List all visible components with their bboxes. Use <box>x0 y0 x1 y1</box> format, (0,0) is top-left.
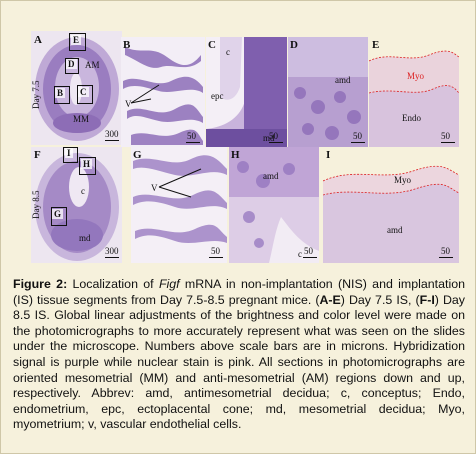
panel-c-epc: epc <box>211 91 224 101</box>
panel-g <box>131 147 227 263</box>
caption-figure-label: Figure 2: <box>13 277 68 291</box>
panel-h-scale-bar <box>303 257 317 258</box>
panel-a-day: Day 7.5 <box>31 80 41 110</box>
figure-caption: Figure 2: Localization of Figf mRNA in n… <box>13 277 465 433</box>
panel-e <box>369 37 459 147</box>
panel-c-scale-text: 50 <box>269 131 278 141</box>
panel-f <box>31 147 122 263</box>
panel-f-box-g-label: G <box>52 209 64 219</box>
panel-i-myo: Myo <box>394 175 412 185</box>
panel-a-scale-text: 300 <box>105 129 119 139</box>
panel-f-box-g <box>51 207 67 226</box>
panel-g-arrows <box>158 168 202 198</box>
panel-b-label: B <box>123 39 131 51</box>
panel-a-scale-bar <box>105 140 119 141</box>
panel-b-scale-text: 50 <box>187 131 196 141</box>
panel-a-box-d-label: D <box>66 59 77 69</box>
panel-f-md: md <box>79 233 91 243</box>
panel-h-image <box>229 147 319 263</box>
caption-text-4: ) Day 8.5 IS. Global linear adjustments … <box>13 292 466 432</box>
panel-c-md: md <box>263 133 275 143</box>
panel-b-v: V <box>125 99 132 109</box>
panel-d-amd: amd <box>335 75 351 85</box>
panel-i-amd: amd <box>387 225 403 235</box>
panel-g-label: G <box>133 149 142 161</box>
panel-h <box>229 147 319 263</box>
caption-text-3: ) Day 7.5 IS, ( <box>340 292 420 307</box>
panel-i-scale-text: 50 <box>441 246 450 256</box>
panel-e-myo: Myo <box>407 71 425 81</box>
panel-c-label: C <box>208 39 216 51</box>
panel-g-image <box>131 147 227 263</box>
panel-c-c: c <box>226 47 230 57</box>
panel-f-scale-text: 300 <box>105 246 119 256</box>
panel-g-scale-bar <box>209 257 223 258</box>
panel-f-label: F <box>34 149 41 161</box>
panel-g-scale-text: 50 <box>211 246 220 256</box>
panel-g-v: V <box>151 183 158 193</box>
panel-c <box>206 37 287 147</box>
caption-range-fi: F-I <box>419 292 435 307</box>
panel-e-endo: Endo <box>402 113 421 123</box>
panel-e-scale-bar <box>441 142 455 143</box>
panel-i-label: I <box>326 149 331 161</box>
panel-a-mm: MM <box>73 114 90 124</box>
panel-f-box-h-label: H <box>81 159 93 169</box>
panel-d <box>288 37 368 147</box>
panel-a-box-b <box>54 86 70 104</box>
panel-d-scale-text: 50 <box>353 131 362 141</box>
panel-b <box>121 37 205 147</box>
panel-i-scale-bar <box>439 257 453 258</box>
panel-b-image <box>121 37 205 147</box>
panel-i-image <box>323 147 459 263</box>
panel-f-image <box>31 147 122 263</box>
panel-f-box-h <box>79 157 96 175</box>
panel-e-image <box>369 37 459 147</box>
caption-text-1: Localization of <box>67 277 159 291</box>
caption-gene: Figf <box>158 277 180 291</box>
panel-a-box-d <box>65 58 79 74</box>
panel-e-label: E <box>372 39 380 51</box>
panel-d-label: D <box>290 39 298 51</box>
panel-a-label: A <box>34 34 42 46</box>
panel-c-scale-bar <box>269 142 283 143</box>
caption-range-ae: A-E <box>319 292 341 307</box>
panel-a-box-e <box>69 33 86 51</box>
panel-b-scale-bar <box>186 142 200 143</box>
panel-f-day: Day 8.5 <box>31 190 41 220</box>
panel-a-box-e-label: E <box>71 35 82 45</box>
panel-h-label: H <box>231 149 240 161</box>
panel-b-arrows <box>130 84 160 104</box>
panel-h-scale-text: 50 <box>304 246 313 256</box>
panel-f-box-i <box>63 147 78 163</box>
panel-a-box-c-label: C <box>78 87 89 97</box>
panel-f-c: c <box>81 186 85 196</box>
panel-i <box>323 147 459 263</box>
panel-c-image <box>206 37 287 147</box>
panel-d-image <box>288 37 368 147</box>
panel-f-scale-bar <box>105 257 119 258</box>
panel-h-amd: amd <box>263 171 279 181</box>
panel-e-scale-text: 50 <box>441 131 450 141</box>
panel-a-box-b-label: B <box>55 88 66 98</box>
panel-a-am: AM <box>85 60 100 70</box>
panel-d-scale-bar <box>351 142 365 143</box>
panel-f-box-i-label: I <box>65 148 73 158</box>
panel-a-box-c <box>77 85 93 104</box>
caption-text-2: mRNA in non-implantation (NIS) and impla… <box>13 277 465 307</box>
panel-h-c: c <box>298 249 302 259</box>
